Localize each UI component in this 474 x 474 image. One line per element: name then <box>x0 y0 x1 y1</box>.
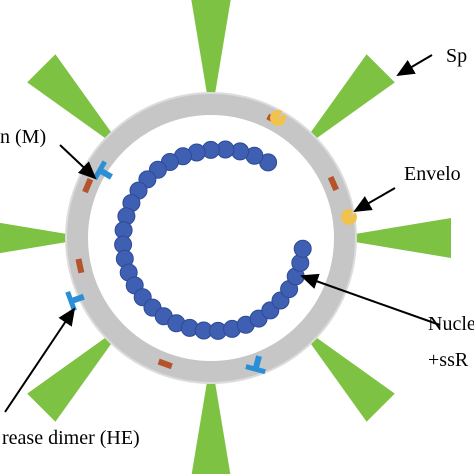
arrow-membrane <box>59 144 97 180</box>
he-dimer-1 <box>65 290 85 312</box>
arrow-nucleocapsid <box>300 273 441 326</box>
label-he: rease dimer (HE) <box>2 427 140 449</box>
e-protein-1 <box>341 209 357 226</box>
arrow-he <box>4 307 76 413</box>
label-nucleocapsid-2: +ssR <box>428 349 469 371</box>
spike-5 <box>27 333 116 422</box>
spike-6 <box>0 222 73 254</box>
spike-4 <box>191 376 231 474</box>
spike-7 <box>27 54 116 143</box>
label-nucleocapsid-1: Nucle <box>428 313 474 335</box>
spike-1 <box>306 54 395 143</box>
spike-3 <box>306 333 395 422</box>
m-protein-2 <box>75 258 85 274</box>
spike-proteins <box>0 0 451 474</box>
he-dimer-2 <box>245 355 266 375</box>
surface-proteins <box>65 110 357 375</box>
arrow-envelope <box>353 187 396 212</box>
e-protein-0 <box>270 110 286 127</box>
m-protein-3 <box>327 175 339 192</box>
label-membrane: n (M) <box>0 126 46 148</box>
m-protein-1 <box>82 177 94 194</box>
label-envelope: Envelo <box>404 163 461 185</box>
viral-envelope <box>66 93 356 383</box>
label-arrows <box>4 54 441 413</box>
envelope-outer-edge <box>65 92 357 384</box>
label-spike: Sp <box>446 45 467 67</box>
arrow-spike <box>396 54 433 77</box>
m-protein-4 <box>157 358 173 370</box>
spike-2 <box>349 218 451 258</box>
nucleocapsid-bead <box>293 239 312 258</box>
nucleocapsid-chain <box>114 140 312 340</box>
spike-0 <box>191 0 231 100</box>
